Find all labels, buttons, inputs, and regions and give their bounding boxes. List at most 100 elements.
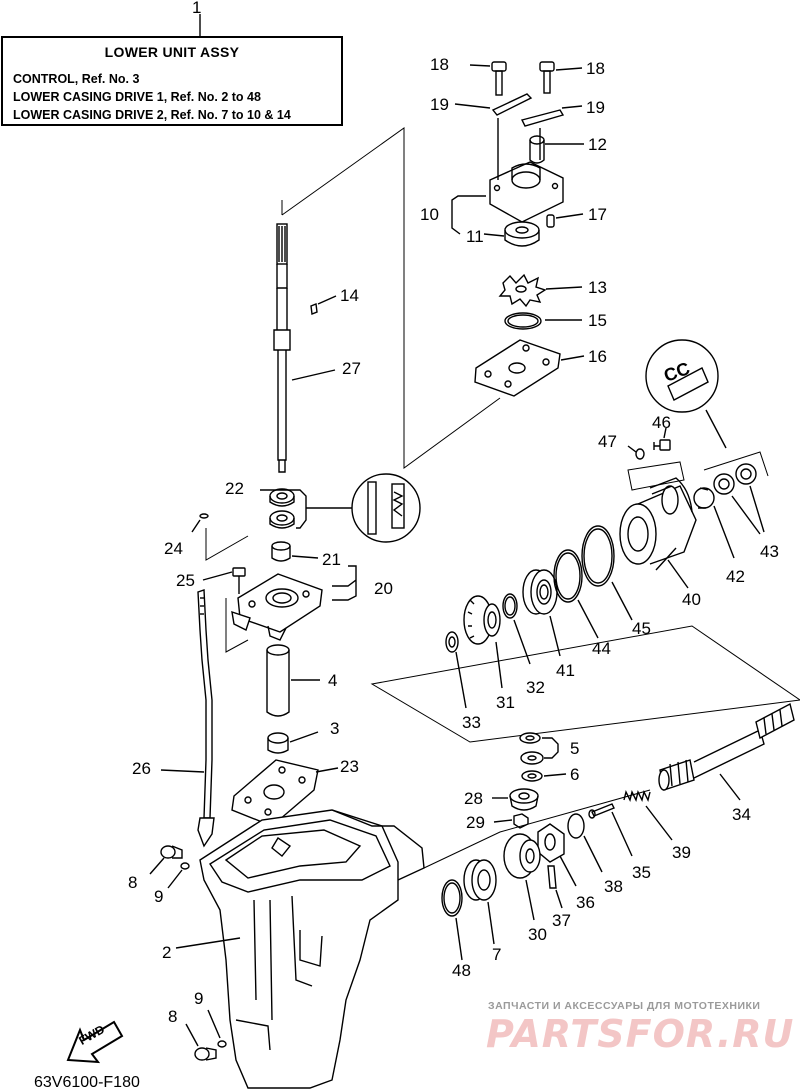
washer-47	[627, 445, 645, 460]
callout-28: 28	[464, 789, 483, 808]
callout-24: 24	[164, 539, 183, 558]
diagram-code: 63V6100-F180	[34, 1074, 140, 1091]
callout-13: 13	[588, 278, 607, 297]
thrust-washer-33	[445, 631, 467, 709]
callout-46: 46	[652, 413, 671, 432]
spring-39	[623, 789, 673, 841]
callout-33: 33	[462, 713, 481, 732]
circlip-48	[441, 879, 463, 961]
frame-43	[703, 451, 769, 477]
callout-25: 25	[176, 571, 195, 590]
callout-2: 2	[162, 943, 172, 962]
callout-18-left: 18	[430, 55, 449, 74]
callout-10: 10	[420, 205, 439, 224]
cross-pin-37	[547, 865, 563, 909]
callout-8-lower: 8	[168, 1007, 178, 1026]
callout-43: 43	[760, 542, 779, 561]
oil-seal-43a	[713, 473, 735, 495]
bolt-18-right	[539, 61, 583, 94]
callout-32: 32	[526, 678, 545, 697]
pump-housing-10	[489, 118, 564, 223]
bolt-25	[202, 567, 246, 594]
callout-9-lower: 9	[194, 989, 204, 1008]
lower-casing-2	[175, 809, 425, 1089]
callout-41: 41	[556, 661, 575, 680]
watermark-logo: PARTSFOR.RU	[486, 1012, 795, 1056]
frame-46-47	[627, 461, 685, 491]
frame-drive-shaft	[281, 127, 501, 469]
callout-9-upper: 9	[154, 887, 164, 906]
bearing-housing-40	[619, 477, 697, 589]
leader-43	[731, 485, 765, 535]
plate-19-right	[520, 105, 583, 127]
inset-grease-circle	[351, 473, 421, 543]
bolt-8-lower	[185, 1023, 217, 1061]
callout-47: 47	[598, 432, 617, 451]
callout-23: 23	[340, 757, 359, 776]
shift-rod-26	[160, 589, 215, 848]
callout-15: 15	[588, 311, 607, 330]
callout-48: 48	[452, 961, 471, 980]
insert-11	[483, 221, 540, 247]
bracket-10	[451, 195, 486, 212]
propeller-shaft-34	[658, 702, 795, 801]
callout-12: 12	[588, 135, 607, 154]
drive-shaft-tube-4	[266, 644, 320, 717]
title-heading: LOWER UNIT ASSY	[104, 44, 240, 60]
impeller-13	[498, 273, 583, 308]
drive-shaft-27	[273, 223, 336, 473]
forward-arrow-icon	[66, 1020, 124, 1064]
callout-21: 21	[322, 550, 341, 569]
callout-37: 37	[552, 911, 571, 930]
watermark-caption: ЗАПЧАСТИ И АКСЕССУАРЫ ДЛЯ МОТОТЕХНИКИ	[488, 1000, 761, 1012]
callout-6: 6	[570, 765, 580, 784]
nut-29	[493, 813, 529, 829]
callout-3: 3	[330, 719, 340, 738]
collar-21	[271, 541, 319, 562]
bracket-11	[451, 212, 461, 235]
bearing-41	[522, 569, 561, 657]
title-block: LOWER UNIT ASSY CONTROL, Ref. No. 3 LOWE…	[1, 36, 343, 126]
gasket-16	[474, 339, 585, 397]
shim-32	[502, 593, 531, 665]
o-ring-45	[581, 525, 633, 621]
shim-5	[519, 732, 559, 765]
clip-38	[567, 813, 603, 873]
bush-42	[693, 487, 735, 559]
washer-9-lower	[207, 1009, 227, 1048]
callout-40: 40	[682, 590, 701, 609]
o-ring-44	[553, 549, 599, 639]
callout-4: 4	[328, 671, 338, 690]
callout-5: 5	[570, 739, 580, 758]
bolt-8-upper	[149, 845, 183, 875]
callout-26: 26	[132, 759, 151, 778]
gasket-23	[231, 759, 339, 827]
callout-14: 14	[340, 286, 359, 305]
oil-seal-housing-20	[231, 565, 357, 641]
pin-17	[546, 213, 584, 228]
callout-36: 36	[576, 893, 595, 912]
callout-17: 17	[588, 205, 607, 224]
callout-18-right: 18	[586, 59, 605, 78]
callout-31: 31	[496, 693, 515, 712]
callout-45: 45	[632, 619, 651, 638]
bearing-22-lower	[269, 510, 295, 529]
woodruff-key-14	[310, 295, 337, 315]
inset-cc-circle	[645, 339, 727, 449]
callout-20: 20	[374, 579, 393, 598]
bolt-46	[653, 427, 671, 451]
dowel-pin-24	[191, 513, 249, 561]
callout-35: 35	[632, 863, 651, 882]
callout-44: 44	[592, 639, 611, 658]
title-line-control: CONTROL, Ref. No. 3	[13, 72, 140, 86]
callout-19-left: 19	[430, 95, 449, 114]
callout-30: 30	[528, 925, 547, 944]
frame-25	[225, 598, 249, 653]
callout-27: 27	[342, 359, 361, 378]
callout-22: 22	[225, 479, 244, 498]
callout-39: 39	[672, 843, 691, 862]
pinion-28	[492, 788, 539, 811]
title-ref-number: 1	[192, 0, 202, 17]
bolt-18-left	[469, 61, 507, 96]
